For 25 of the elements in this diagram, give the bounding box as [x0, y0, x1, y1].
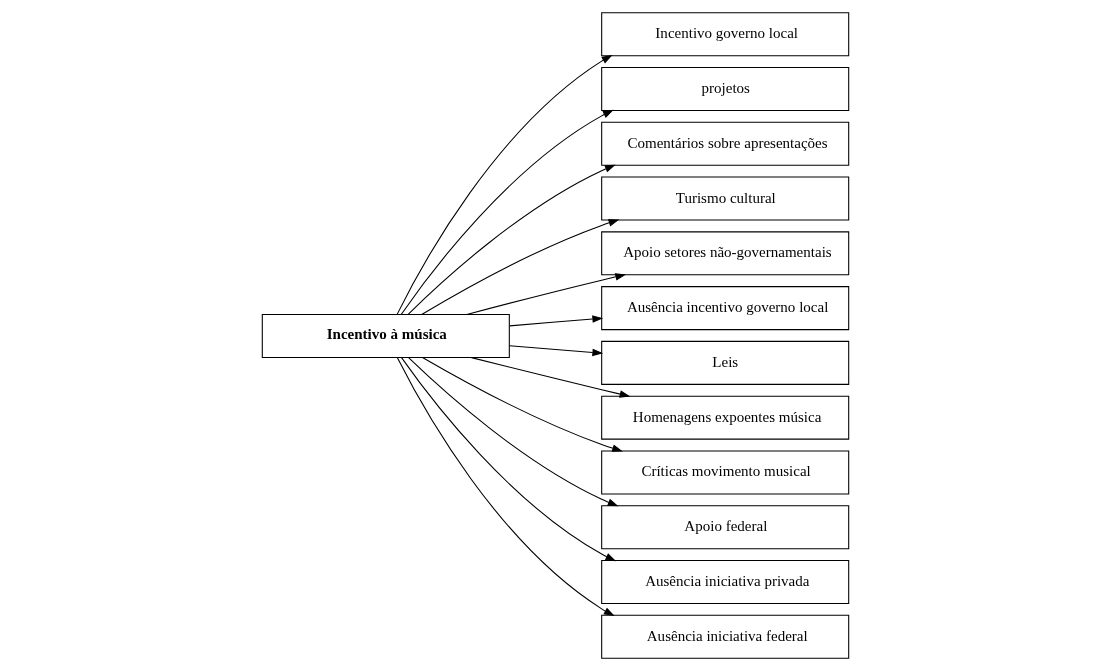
- node-box: Apoio federal: [600, 505, 849, 550]
- arrow: [470, 357, 630, 398]
- arrow: [396, 54, 613, 315]
- arrow: [400, 357, 616, 562]
- node-box: Ausência iniciativa privada: [600, 559, 849, 604]
- node-box: Leis: [600, 340, 849, 385]
- arrow: [465, 273, 626, 315]
- node-box: Ausência iniciativa federal: [600, 614, 849, 659]
- node-box: Turismo cultural: [600, 176, 849, 221]
- arrow: [407, 357, 619, 507]
- arrow: [508, 315, 603, 327]
- arrow: [400, 109, 614, 315]
- node-box: projetos: [600, 67, 849, 112]
- node-box: Críticas movimento musical: [600, 450, 849, 495]
- node-box: Homenagens expoentes música: [600, 395, 849, 440]
- arrow: [421, 357, 623, 452]
- node-box: Ausência incentivo governo local: [600, 286, 849, 331]
- arrow: [407, 164, 616, 315]
- arrow: [508, 345, 603, 357]
- node-box: Incentivo à música: [261, 314, 510, 359]
- node-box: Incentivo governo local: [600, 12, 849, 57]
- arrow: [420, 219, 619, 316]
- node-box: Comentários sobre apresentações: [600, 121, 849, 166]
- node-box: Apoio setores não-governamentais: [600, 231, 849, 276]
- arrow: [396, 357, 615, 617]
